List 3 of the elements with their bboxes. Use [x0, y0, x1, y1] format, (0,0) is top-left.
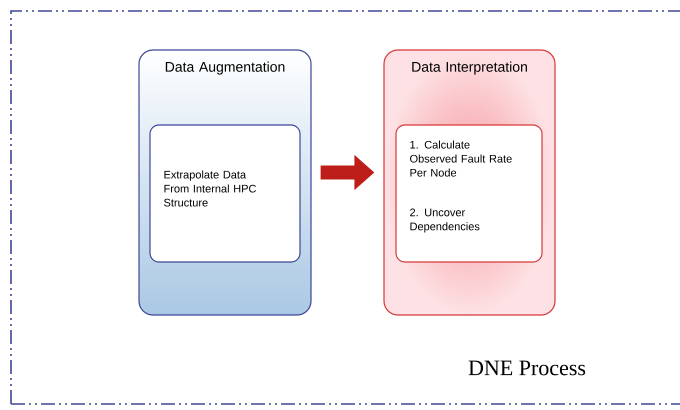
caption: DNE Process — [468, 360, 586, 376]
text-box: 1. Calculate Observed Fault Rate Per Node 2. Uncover Dependencies — [395, 124, 543, 263]
text-box: Extrapolate Data From Internal HPC Structure — [149, 124, 301, 263]
